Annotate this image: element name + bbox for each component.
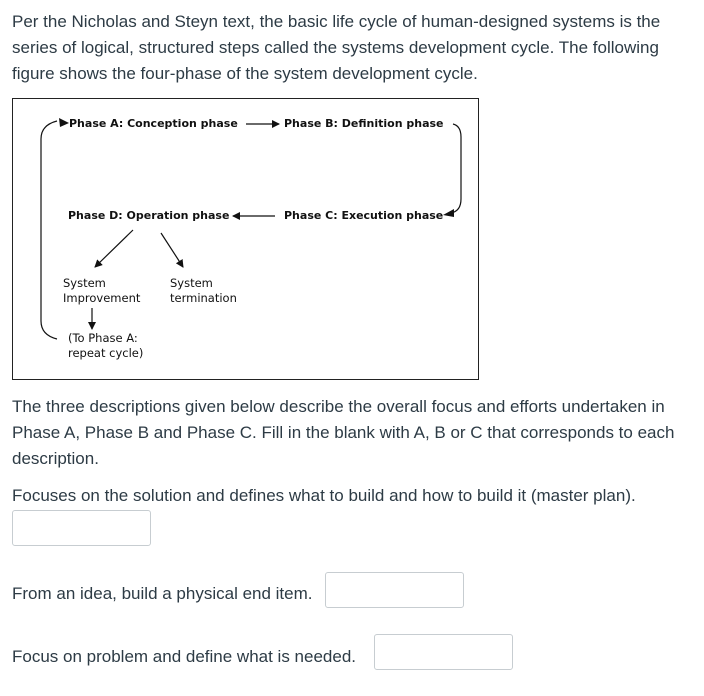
- cycle-arrows: [40, 118, 462, 340]
- system-improvement-label: System Improvement: [63, 276, 141, 305]
- answer-2-input[interactable]: [325, 572, 464, 608]
- phase-c-label: Phase C: Execution phase: [284, 209, 444, 222]
- question-2-text: From an idea, build a physical end item.: [12, 584, 313, 603]
- phase-b-label: Phase B: Definition phase: [284, 117, 444, 130]
- answer-1-input[interactable]: [12, 510, 151, 546]
- repeat-cycle-label: (To Phase A: repeat cycle): [68, 331, 144, 360]
- phase-a-label: Phase A: Conception phase: [69, 117, 238, 130]
- arrow-d-to-improvement: [94, 229, 134, 268]
- instructions-text: The three descriptions given below descr…: [12, 397, 675, 468]
- arrow-d-to-termination: [160, 232, 184, 268]
- question-1-text: Focuses on the solution and defines what…: [12, 486, 636, 505]
- system-termination-label: System termination: [170, 276, 237, 305]
- question-3-text: Focus on problem and define what is need…: [12, 647, 357, 666]
- arrow-repeat-to-a: [40, 120, 58, 340]
- development-cycle-figure: Phase A: Conception phase Phase B: Defin…: [12, 98, 479, 380]
- phase-d-label: Phase D: Operation phase: [68, 209, 230, 222]
- intro-text: Per the Nicholas and Steyn text, the bas…: [12, 12, 661, 83]
- arrow-b-to-c: [450, 123, 462, 214]
- answer-3-input[interactable]: [374, 634, 513, 670]
